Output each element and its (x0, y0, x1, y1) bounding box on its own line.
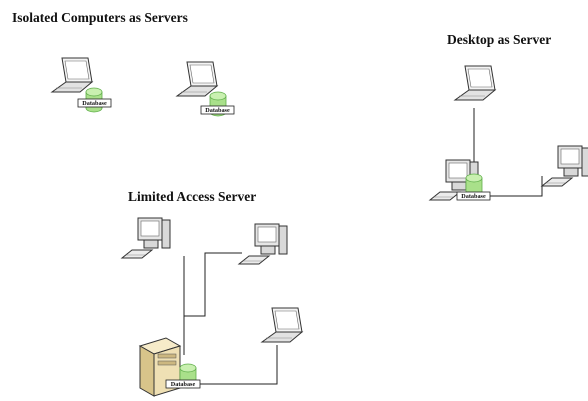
connector-limited-desktop-right (184, 252, 242, 317)
connector-limited-laptop (200, 345, 278, 385)
svg-text:Database: Database (205, 107, 230, 114)
laptop-icon (51, 57, 93, 93)
title-desktop-as-server: Desktop as Server (447, 32, 552, 47)
title-isolated-computers: Isolated Computers as Servers (12, 10, 188, 25)
svg-text:Database: Database (82, 100, 107, 107)
title-limited-access-server: Limited Access Server (128, 189, 257, 204)
connector-lines (183, 108, 543, 385)
database-label-isolated-2: Database (200, 105, 235, 115)
desktop-computer-icon (238, 223, 288, 265)
desktop-computer-icon (541, 145, 588, 187)
desktop-server-laptop (454, 65, 496, 101)
limited-desktop-right (238, 223, 288, 265)
connector-desktop-server-to-desktop (490, 176, 543, 197)
limited-desktop-left (121, 217, 171, 259)
laptop-icon (261, 307, 303, 343)
svg-text:Database: Database (171, 381, 196, 388)
database-label-limited: Database (165, 379, 201, 389)
laptop-icon (454, 65, 496, 101)
desktop-client-computer (541, 145, 588, 187)
limited-laptop (261, 307, 303, 343)
database-label-isolated-1: Database (77, 98, 112, 108)
isolated-laptop-2 (176, 61, 218, 97)
database-label-desktop: Database (456, 191, 491, 201)
isolated-laptop-1 (51, 57, 93, 93)
svg-text:Database: Database (461, 193, 486, 200)
laptop-icon (176, 61, 218, 97)
desktop-computer-icon (121, 217, 171, 259)
